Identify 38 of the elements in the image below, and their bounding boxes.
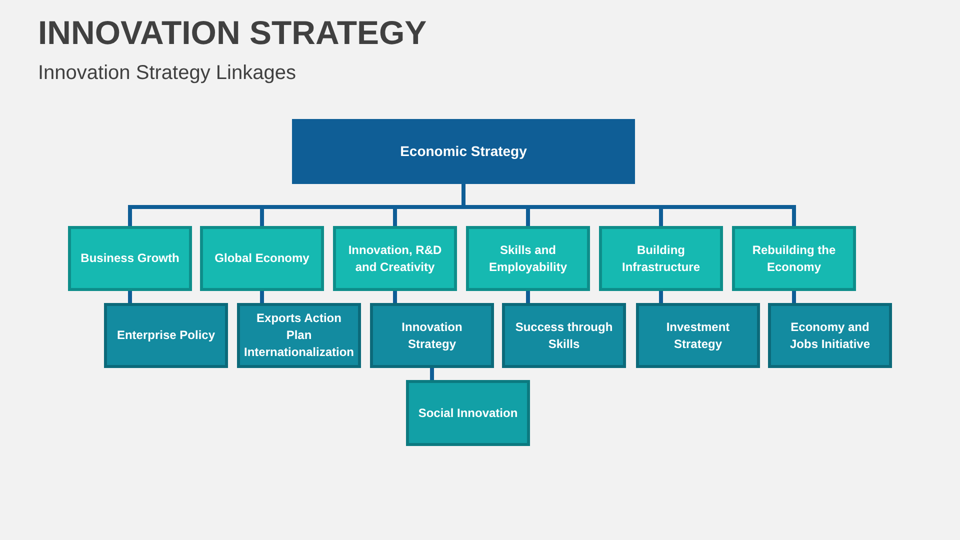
connector-line xyxy=(393,291,397,303)
box-label: Enterprise Policy xyxy=(116,327,216,344)
topic-box xyxy=(333,226,457,291)
topic-box xyxy=(502,303,626,368)
connector-line xyxy=(128,291,132,303)
box-label: Rebuilding the Economy xyxy=(751,242,837,276)
connector-line xyxy=(260,291,264,303)
box-label: Economy and Jobs Initiative xyxy=(788,318,872,352)
topic-box xyxy=(599,226,723,291)
box-label: Building Infrastructure xyxy=(620,242,702,276)
connector-line xyxy=(526,291,530,303)
connector-line xyxy=(792,291,796,303)
topic-box xyxy=(370,303,494,368)
box-label: Global Economy xyxy=(214,250,310,267)
box-label: Innovation, R&D and Creativity xyxy=(347,242,443,276)
topic-box xyxy=(636,303,760,368)
connector-line xyxy=(430,368,434,380)
connector-line xyxy=(659,291,663,303)
connector-line xyxy=(462,184,796,226)
box-label: Success through Skills xyxy=(514,318,614,352)
topic-box xyxy=(466,226,590,291)
box-label: Skills and Employability xyxy=(488,242,568,276)
box-label: Economic Strategy xyxy=(400,142,527,161)
topic-box xyxy=(104,303,228,368)
root-box xyxy=(292,119,635,184)
topic-box xyxy=(68,226,192,291)
topic-box xyxy=(406,380,530,446)
box-label: Business Growth xyxy=(80,250,180,267)
box-label: Innovation Strategy xyxy=(400,318,464,352)
topic-box xyxy=(200,226,324,291)
box-label: Exports Action Plan Internationalization xyxy=(244,310,354,361)
box-label: Investment Strategy xyxy=(665,318,731,352)
topic-box xyxy=(237,303,361,368)
topic-box xyxy=(732,226,856,291)
title: INNOVATION STRATEGY xyxy=(38,14,427,52)
topic-box xyxy=(768,303,892,368)
subtitle: Innovation Strategy Linkages xyxy=(38,62,296,85)
box-label: Social Innovation xyxy=(418,404,518,422)
